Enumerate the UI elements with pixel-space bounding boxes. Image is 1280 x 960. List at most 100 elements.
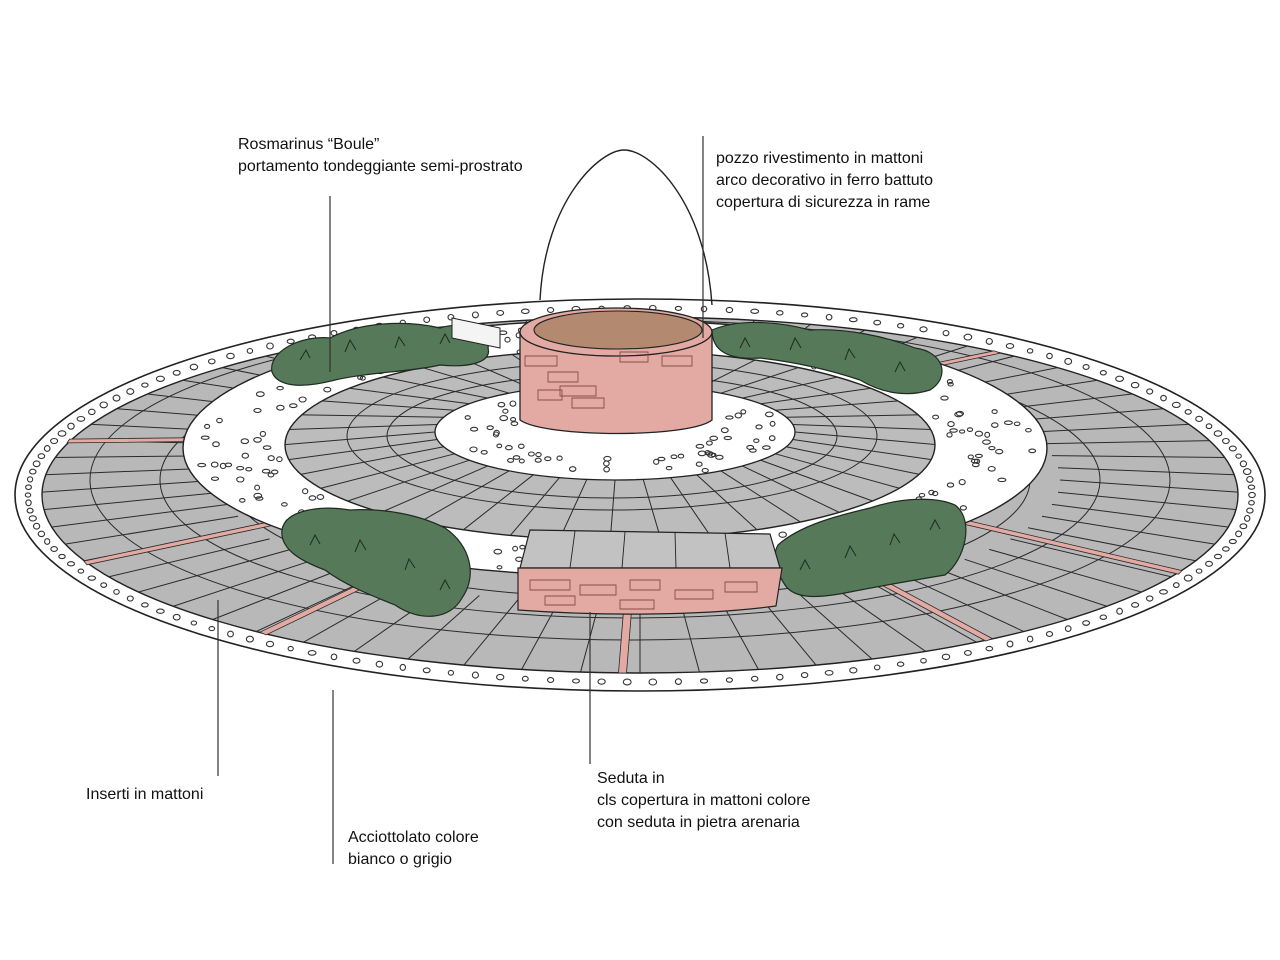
pebble <box>967 454 974 460</box>
pebble <box>568 466 577 472</box>
pebble <box>725 306 734 314</box>
pebble <box>1026 635 1034 643</box>
pebble <box>261 468 271 474</box>
pebble <box>946 482 955 488</box>
pebble <box>750 308 760 314</box>
pebble <box>1172 582 1180 589</box>
pebble <box>507 457 515 463</box>
paving-joint <box>145 558 316 616</box>
pebble <box>941 653 951 661</box>
pebble <box>496 673 505 681</box>
pebble <box>510 417 517 422</box>
pebble <box>245 466 253 472</box>
pebble <box>245 635 254 643</box>
pebble <box>699 678 709 684</box>
pebble <box>212 441 220 448</box>
paving-joint <box>376 465 488 515</box>
pebble <box>1205 423 1213 430</box>
pebble <box>1228 445 1237 452</box>
pebble <box>509 400 517 407</box>
paving-joint <box>642 479 663 540</box>
paving-joint <box>786 446 924 476</box>
pebble <box>1082 620 1091 626</box>
paving-joint <box>1059 479 1238 496</box>
pebble <box>955 410 965 417</box>
pebble <box>330 653 338 661</box>
pebble <box>709 435 719 441</box>
pebble <box>896 661 905 667</box>
pebble <box>216 417 223 424</box>
pebble <box>778 531 787 538</box>
pebble <box>991 409 998 415</box>
pebble <box>510 421 519 427</box>
pebble <box>966 427 974 432</box>
pebble <box>352 657 361 664</box>
paving-joint <box>233 576 374 643</box>
label-pozzo-line2: arco decorativo in ferro battuto <box>716 172 934 189</box>
pebble <box>323 386 332 393</box>
pebble <box>253 437 262 443</box>
paving-joint <box>792 439 935 461</box>
pebble <box>208 626 216 632</box>
pebble <box>497 401 506 408</box>
pebble <box>1243 514 1251 522</box>
pebble <box>603 466 610 473</box>
label-acciottolato-line2: bianco o grigio <box>348 851 453 868</box>
pebble <box>954 411 963 418</box>
pebble <box>1248 491 1256 499</box>
pebble <box>985 337 993 345</box>
label-rosmarinus-line1: Rosmarinus “Boule” <box>238 136 380 153</box>
pebble <box>469 446 478 453</box>
pebble <box>226 352 235 360</box>
paving-joint <box>680 604 704 673</box>
pebble <box>725 677 733 683</box>
pebble <box>1242 468 1252 476</box>
pebble <box>276 385 284 391</box>
paving-joint <box>342 386 470 405</box>
pebble <box>1006 640 1014 648</box>
pebble <box>1222 437 1230 445</box>
pebble <box>1160 394 1167 402</box>
pebble <box>316 494 325 500</box>
pebble <box>276 456 283 463</box>
pebble <box>942 329 950 337</box>
label-seduta-line3: con seduta in pietra arenaria <box>597 814 800 831</box>
pebble <box>1130 381 1140 389</box>
pebble <box>447 669 455 676</box>
pebble <box>259 430 267 437</box>
pebble <box>227 630 234 638</box>
pebble <box>287 645 294 652</box>
label-inserti: Inserti in mattoni <box>86 784 203 806</box>
pebble <box>28 515 37 522</box>
paving-joint <box>453 599 519 673</box>
pebble <box>1171 401 1181 409</box>
pebble <box>156 608 165 614</box>
pebble <box>919 326 928 333</box>
pebble <box>270 469 279 475</box>
pebble <box>32 460 41 468</box>
pebble <box>546 677 555 683</box>
paving-joint <box>459 474 534 533</box>
paving-joint <box>786 414 924 418</box>
well-copper-cover <box>533 310 703 350</box>
pebble <box>236 476 245 483</box>
pebble <box>982 439 991 445</box>
pebble <box>190 620 198 626</box>
pebble <box>958 429 966 434</box>
paving-joint <box>775 400 905 411</box>
pebble <box>289 403 298 409</box>
pebble <box>302 488 309 495</box>
pebble <box>1131 602 1140 608</box>
pebble <box>262 445 272 450</box>
paving-joint <box>507 477 560 539</box>
pebble <box>496 309 505 316</box>
pebble <box>286 338 295 345</box>
pebble <box>776 673 784 681</box>
pebble <box>1213 430 1223 437</box>
pebble <box>896 323 905 329</box>
leader-lines <box>217 136 704 864</box>
pebble <box>974 453 983 459</box>
pebble <box>141 602 149 608</box>
pebble <box>534 457 542 463</box>
